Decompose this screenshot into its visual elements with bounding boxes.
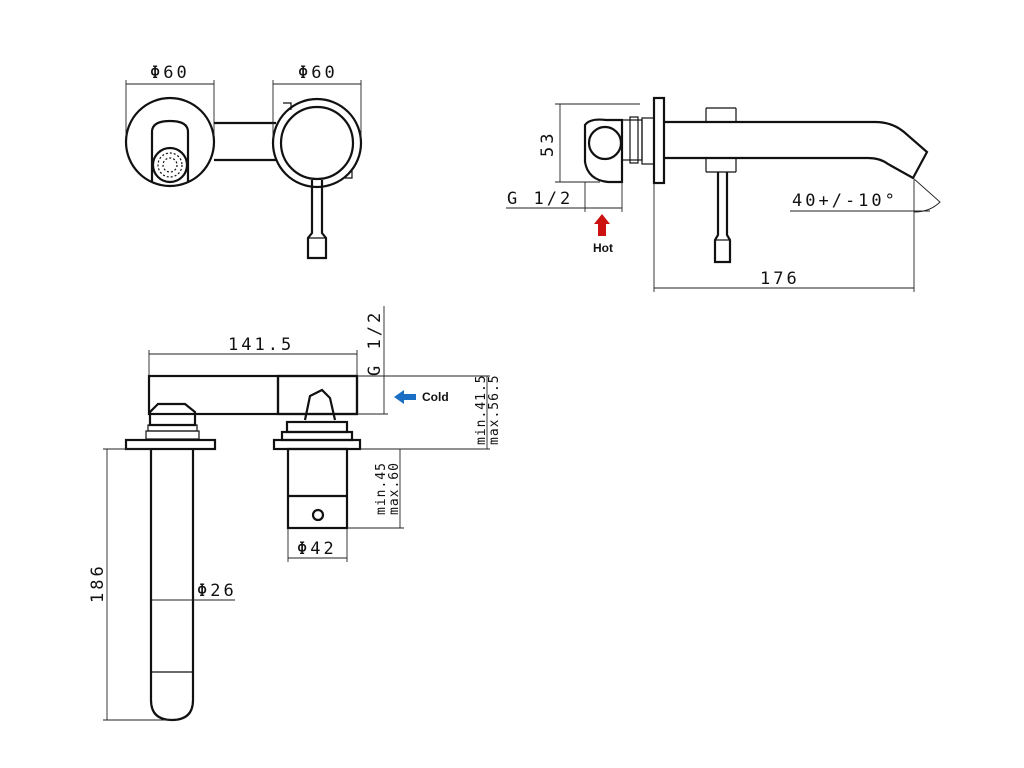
top-spout-diameter: Φ26 <box>197 581 237 601</box>
cold-label: Cold <box>422 390 449 404</box>
top-length-dim: 141.5 <box>228 335 294 355</box>
top-cartridge-body <box>286 447 349 530</box>
top-view: 141.5 G 1/2 Cold min.41.5 max.56.5 min.4… <box>88 306 502 722</box>
front-right-diameter: Φ60 <box>298 63 338 83</box>
front-lever-icon <box>306 180 328 260</box>
side-wall-plate <box>652 96 666 185</box>
side-length-dim: 176 <box>760 269 800 289</box>
cold-arrow-icon <box>394 390 416 404</box>
top-wall-range-max: max.56.5 <box>487 374 502 445</box>
front-aerator-icon <box>151 146 189 184</box>
side-height-dim: 53 <box>538 131 558 157</box>
front-handle-knob <box>279 105 355 181</box>
side-view: 53 G 1/2 Hot 40+/-10° 176 <box>506 96 941 292</box>
top-body-diameter: Φ42 <box>297 539 337 559</box>
top-thread-dim: G 1/2 <box>365 310 385 376</box>
front-left-rosette <box>124 96 216 188</box>
top-spout-height: 186 <box>88 563 108 603</box>
top-body-range-min: min.45 <box>374 462 389 515</box>
top-right-plate <box>272 438 362 451</box>
top-left-plate <box>124 438 217 451</box>
hot-label: Hot <box>593 241 613 255</box>
hot-arrow-icon <box>594 214 610 236</box>
front-left-diameter: Φ60 <box>150 63 190 83</box>
top-body-range-max: max.60 <box>387 462 402 515</box>
top-spout <box>149 449 195 722</box>
top-wall-range-min: min.41.5 <box>474 374 489 445</box>
side-lever-icon <box>713 172 732 264</box>
front-spout-body <box>150 119 190 182</box>
top-valve-cross <box>303 388 337 421</box>
side-spout <box>664 120 929 180</box>
front-right-rosette <box>271 97 363 189</box>
side-angle-dim: 40+/-10° <box>792 191 898 211</box>
front-view: Φ60 Φ60 <box>124 63 363 260</box>
side-thread-dim: G 1/2 <box>507 189 573 209</box>
